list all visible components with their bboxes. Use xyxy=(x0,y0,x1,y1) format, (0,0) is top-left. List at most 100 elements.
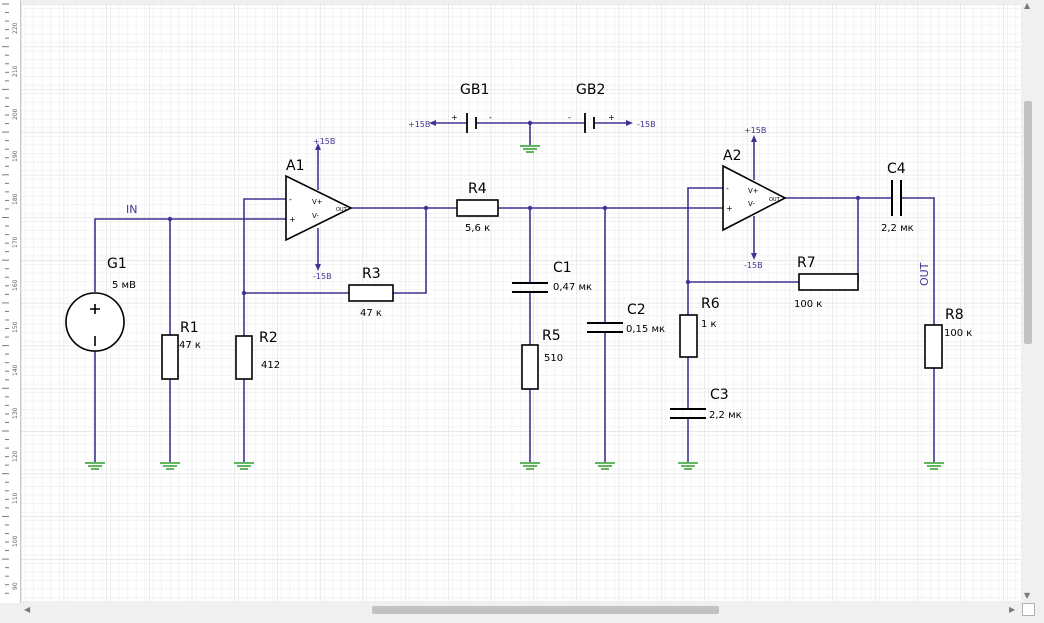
a2-vminus: V- xyxy=(748,200,755,208)
c1-capacitor[interactable] xyxy=(512,282,548,293)
a1-pin-minus: - xyxy=(289,195,292,204)
c4-value: 2,2 мк xyxy=(881,223,914,234)
ground-icon xyxy=(924,462,944,470)
wire-c4-r8 xyxy=(901,197,935,325)
gb2-name: GB2 xyxy=(576,82,605,98)
a1-vminus: V- xyxy=(312,212,319,220)
r2-resistor[interactable] xyxy=(235,335,253,380)
ground-icon xyxy=(678,462,698,470)
schematic-svg[interactable]: IN OUT G1 5 мВ R1 47 к R2 412 A1 - + V+ … xyxy=(21,4,1021,601)
gb1-minus: - xyxy=(489,113,492,122)
grid-background xyxy=(21,4,1021,601)
wire-in xyxy=(94,218,286,292)
a2-pin-plus: + xyxy=(726,204,733,213)
r7-name: R7 xyxy=(797,255,816,271)
junction-dot xyxy=(527,205,533,211)
r7-value: 100 к xyxy=(794,299,822,310)
ruler-label: 180 xyxy=(12,193,19,205)
arrow-gb2 xyxy=(626,120,633,126)
r2-name: R2 xyxy=(259,330,278,346)
scroll-left-icon[interactable]: ◀ xyxy=(24,605,31,614)
ruler-label: 90 xyxy=(12,582,19,590)
r3-resistor[interactable] xyxy=(348,284,394,302)
c3-value: 2,2 мк xyxy=(709,410,742,421)
vertical-ruler: 220 210 200 190 180 170 160 150 140 130 … xyxy=(0,0,21,603)
ground-icon xyxy=(520,145,540,153)
a2-vplus: V+ xyxy=(748,187,759,195)
c2-value: 0,15 мк xyxy=(626,324,665,335)
r5-resistor[interactable] xyxy=(521,344,539,390)
wire-r3-right xyxy=(393,208,427,294)
junction-dot xyxy=(167,216,173,222)
scroll-down-icon[interactable]: ▼ xyxy=(1024,591,1031,600)
arrow-a1-top xyxy=(315,143,321,150)
ground-icon xyxy=(160,462,180,470)
r4-name: R4 xyxy=(468,181,487,197)
a1-supply-top: +15В xyxy=(313,137,335,146)
g1-source[interactable] xyxy=(65,292,125,352)
gb1-battery[interactable] xyxy=(466,113,477,133)
scroll-right-icon[interactable]: ▶ xyxy=(1009,605,1016,614)
junction-dot xyxy=(527,120,533,126)
c4-name: C4 xyxy=(887,161,906,177)
wire-a1-minus-feedback xyxy=(243,198,286,336)
ruler-label: 140 xyxy=(12,364,19,376)
r8-value: 100 к xyxy=(944,328,972,339)
r6-resistor[interactable] xyxy=(679,314,698,358)
a2-opamp[interactable] xyxy=(722,164,787,232)
ruler-label: 100 xyxy=(12,535,19,547)
horizontal-scrollbar[interactable]: ◀ ▶ xyxy=(21,603,1021,617)
ground-icon xyxy=(234,462,254,470)
in-label: IN xyxy=(126,203,137,216)
r1-name: R1 xyxy=(180,320,199,336)
arrow-a1-bot xyxy=(315,264,321,271)
a1-opamp[interactable] xyxy=(285,174,353,242)
arrow-a2-top xyxy=(751,135,757,142)
r8-name: R8 xyxy=(945,307,964,323)
a2-supply-bot: -15В xyxy=(744,261,763,270)
batteries xyxy=(466,113,595,133)
r8-resistor[interactable] xyxy=(924,324,943,369)
junction-dot xyxy=(855,195,861,201)
scroll-corner xyxy=(1022,603,1035,616)
drawing-canvas[interactable]: IN OUT G1 5 мВ R1 47 к R2 412 A1 - + V+ … xyxy=(21,4,1021,601)
junction-dot xyxy=(423,205,429,211)
r6-name: R6 xyxy=(701,296,720,312)
ruler-label: 130 xyxy=(12,407,19,419)
ruler-label: 170 xyxy=(12,236,19,248)
gb1-plus: + xyxy=(451,113,458,122)
ruler-label: 190 xyxy=(12,150,19,162)
c4-capacitor[interactable] xyxy=(891,180,902,216)
vertical-scrollbar[interactable]: ▲ ▼ xyxy=(1021,0,1035,603)
arrow-gb1 xyxy=(429,120,436,126)
grounds xyxy=(85,145,944,470)
out-label: OUT xyxy=(918,262,931,286)
ground-icon xyxy=(85,462,105,470)
vertical-scroll-thumb[interactable] xyxy=(1024,101,1032,344)
ruler-label: 150 xyxy=(12,321,19,333)
r3-value: 47 к xyxy=(360,308,382,319)
r7-resistor[interactable] xyxy=(798,273,859,291)
r4-resistor[interactable] xyxy=(456,199,499,217)
horizontal-scroll-thumb[interactable] xyxy=(372,606,719,614)
g1-name: G1 xyxy=(107,256,127,272)
ruler-ticks: 220 210 200 190 180 170 160 150 140 130 … xyxy=(2,3,19,594)
wires xyxy=(94,122,935,462)
c2-capacitor[interactable] xyxy=(587,322,623,333)
r1-resistor[interactable] xyxy=(161,334,179,380)
ground-icon xyxy=(595,462,615,470)
gb2-minus: - xyxy=(568,113,571,122)
gb2-battery[interactable] xyxy=(584,113,595,133)
r3-name: R3 xyxy=(362,266,381,282)
capacitors xyxy=(512,180,902,419)
junction-dots xyxy=(167,120,861,296)
c3-capacitor[interactable] xyxy=(670,408,706,419)
junction-dot xyxy=(241,290,247,296)
a2-pin-minus: - xyxy=(726,184,729,193)
a1-out-pin: OUT xyxy=(336,207,348,213)
a1-supply-bot: -15В xyxy=(313,272,332,281)
scroll-up-icon[interactable]: ▲ xyxy=(1024,1,1031,10)
c2-name: C2 xyxy=(627,302,646,318)
gb2-supply: -15В xyxy=(637,120,656,129)
